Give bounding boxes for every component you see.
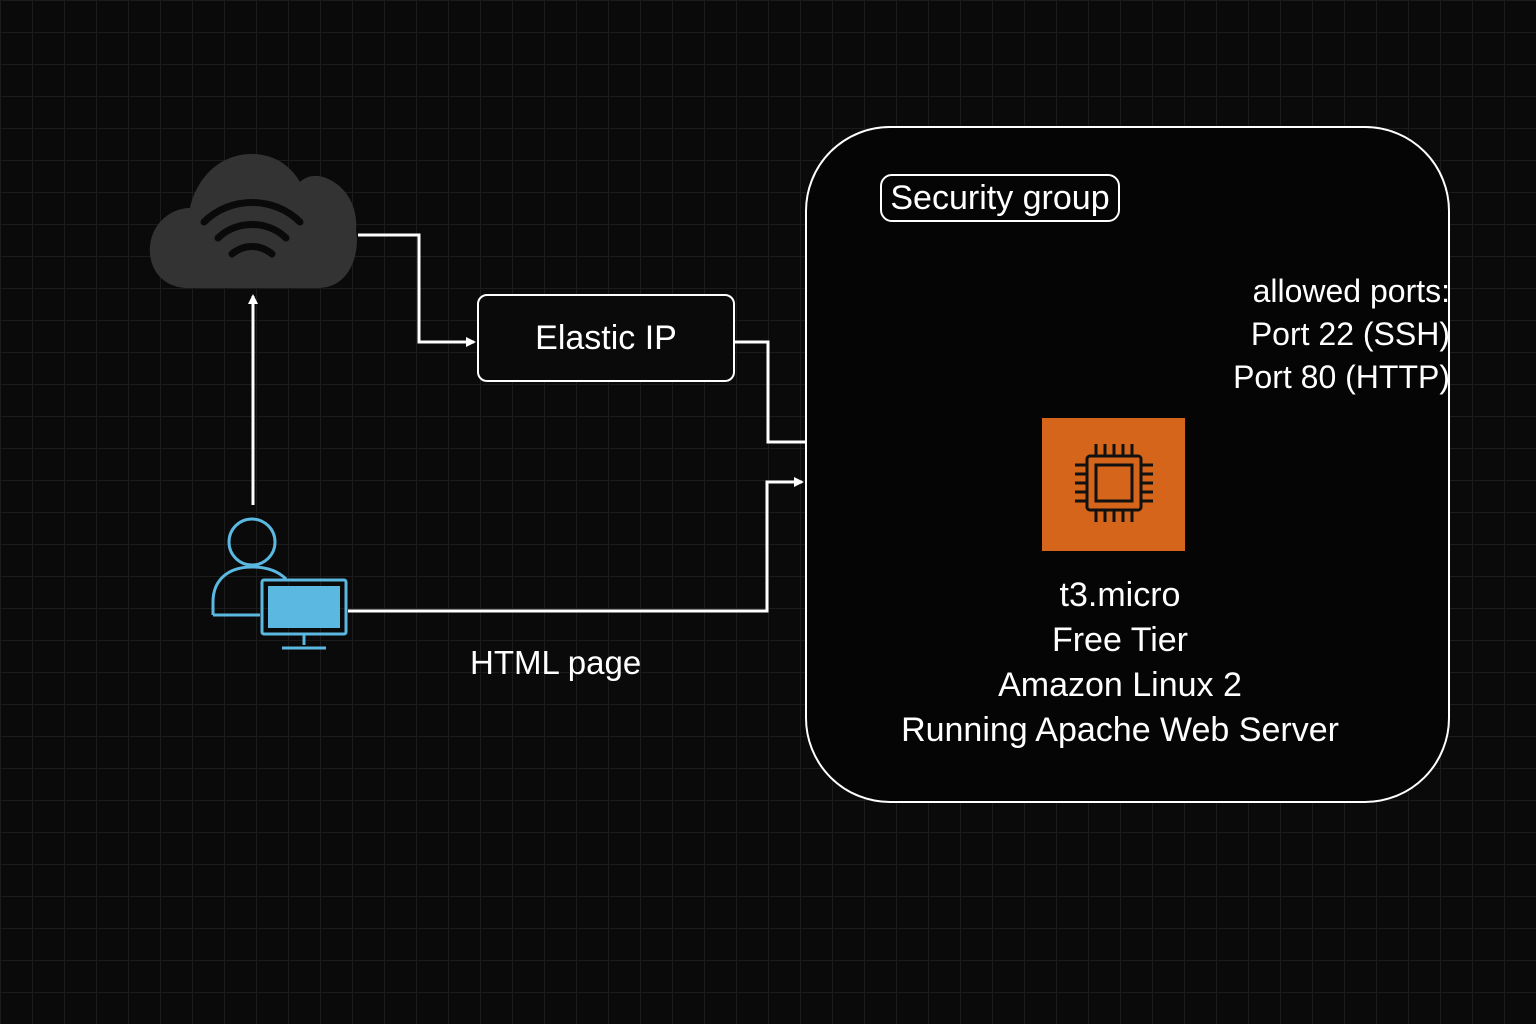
instance-service-text: Running Apache Web Server: [901, 711, 1339, 749]
instance-tier-text: Free Tier: [1051, 621, 1189, 659]
port-ssh-item: Port 22 (SSH): [1250, 316, 1450, 352]
allowed-ports-list: allowed ports: Port 22 (SSH) Port 80 (HT…: [1180, 270, 1450, 399]
instance-type-text: t3.micro: [1059, 576, 1181, 614]
instance-os-text: Amazon Linux 2: [998, 666, 1242, 704]
user-computer-icon: [211, 517, 348, 650]
html-page-label: HTML page: [470, 644, 642, 681]
elastic-ip-label: Elastic IP: [535, 318, 677, 357]
user-to-security-group-connector: [348, 477, 804, 613]
cloud-wifi-icon: [149, 154, 357, 288]
ec2-instance-icon: [1042, 418, 1185, 551]
internet-to-elastic-ip-connector: [358, 233, 476, 347]
elastic-ip-to-security-group-connector: [735, 340, 806, 444]
security-group-label-text: Security group: [890, 178, 1110, 217]
security-group-label: Security group: [880, 174, 1120, 222]
elastic-ip-node: Elastic IP: [477, 294, 735, 382]
ec2-instance-details: t3.micro Free Tier Amazon Linux 2 Runnin…: [860, 573, 1380, 753]
allowed-ports-heading: allowed ports:: [1252, 273, 1450, 309]
ec2-chip-icon: [1075, 444, 1153, 522]
port-http-item: Port 80 (HTTP): [1233, 359, 1450, 395]
